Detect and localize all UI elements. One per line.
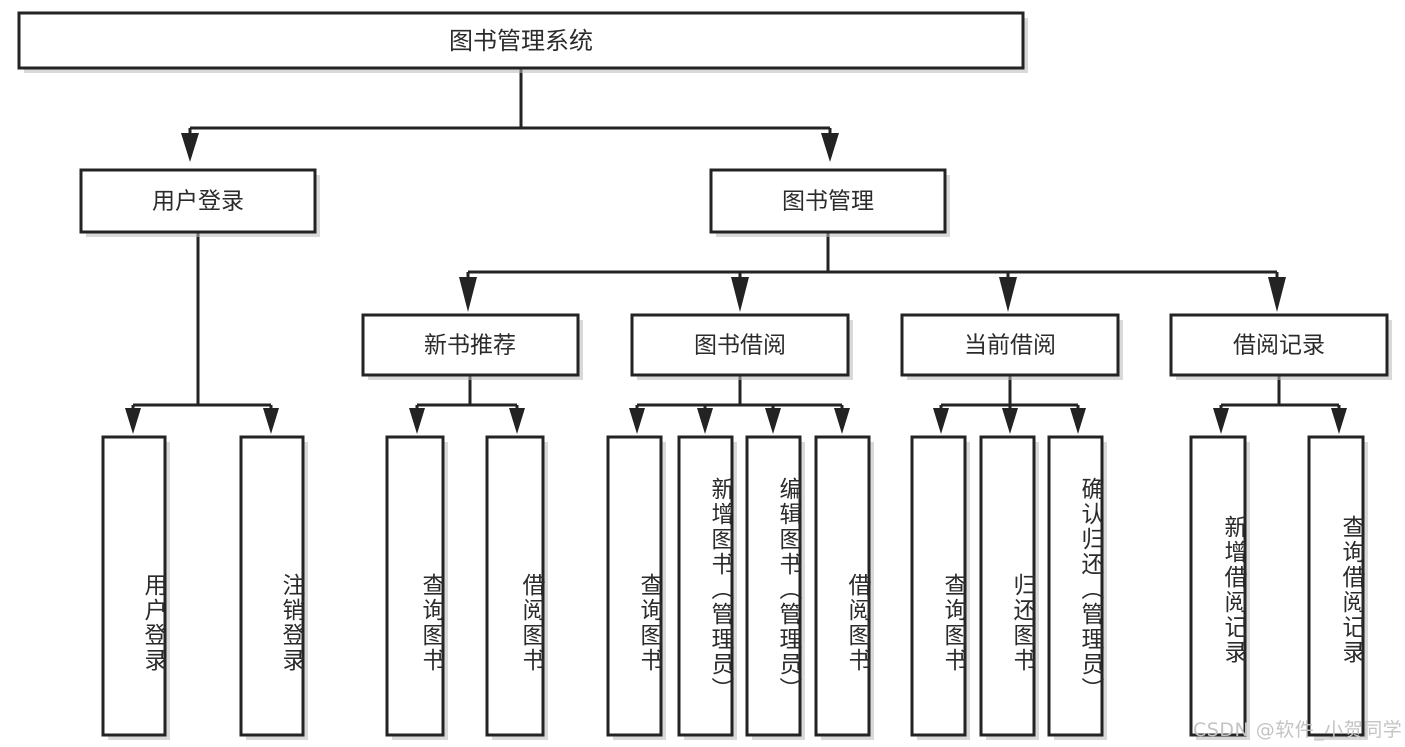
- node-book-borrow[interactable]: 图书借阅: [630, 313, 853, 380]
- node-leaf-add-book[interactable]: [677, 435, 737, 740]
- arrowhead-borrow-record: [1268, 277, 1286, 312]
- edge-group-book-manage: [459, 232, 1286, 312]
- node-leaf-borrow-book-2[interactable]: [814, 435, 874, 740]
- node-book-manage-label: 图书管理: [782, 189, 874, 215]
- node-user-login-label: 用户登录: [152, 189, 244, 215]
- edge-group-new-book-rec: [409, 375, 525, 434]
- node-new-book-rec[interactable]: 新书推荐: [361, 313, 583, 380]
- arrowhead-user-login: [181, 133, 199, 162]
- node-root-label: 图书管理系统: [449, 27, 593, 55]
- node-user-login[interactable]: 用户登录: [79, 168, 320, 237]
- node-leaf-confirm-return-box: [1047, 435, 1104, 737]
- node-leaf-edit-book[interactable]: [745, 435, 805, 740]
- arrowhead-leaf-borrow-book-2: [834, 408, 850, 434]
- node-new-book-rec-label: 新书推荐: [424, 333, 516, 359]
- edge-group-user-login: [125, 232, 279, 434]
- arrowhead-leaf-query-book-3: [933, 408, 949, 434]
- arrowhead-book-manage: [821, 133, 839, 162]
- arrowhead-leaf-add-book: [697, 408, 713, 434]
- edge-group-root: [181, 68, 839, 162]
- node-borrow-record[interactable]: 借阅记录: [1169, 313, 1392, 380]
- arrowhead-leaf-query-book-2: [629, 408, 645, 434]
- node-new-book-rec-box: [361, 313, 580, 377]
- node-book-borrow-box: [630, 313, 850, 377]
- node-leaf-return-book[interactable]: [979, 435, 1039, 740]
- node-current-borrow[interactable]: 当前借阅: [900, 313, 1123, 380]
- arrowhead-leaf-borrow-book-1: [509, 408, 525, 434]
- node-user-login-box: [79, 168, 317, 234]
- node-leaf-add-record-box: [1189, 435, 1247, 737]
- node-current-borrow-label: 当前借阅: [964, 333, 1056, 359]
- arrowhead-leaf-return-book: [1002, 408, 1018, 434]
- arrowhead-book-borrow: [731, 277, 749, 312]
- node-root-box: [17, 11, 1025, 70]
- node-leaf-add-record[interactable]: [1189, 435, 1250, 740]
- node-leaf-query-book-3[interactable]: [910, 435, 970, 740]
- arrowhead-leaf-user-login: [125, 408, 141, 434]
- arrowhead-leaf-query-book-1: [409, 408, 425, 434]
- node-current-borrow-box: [900, 313, 1120, 377]
- arrowhead-leaf-logout: [263, 408, 279, 434]
- node-leaf-query-book-1-box: [385, 435, 445, 737]
- node-leaf-return-book-box: [979, 435, 1036, 737]
- node-book-borrow-label: 图书借阅: [694, 333, 786, 359]
- edge-group-borrow-record: [1213, 375, 1347, 434]
- arrowhead-leaf-confirm-return: [1070, 408, 1086, 434]
- edge-group-book-borrow: [629, 375, 850, 434]
- node-leaf-user-login-box: [101, 435, 167, 737]
- arrowhead-leaf-add-record: [1213, 408, 1229, 434]
- arrowhead-new-book-rec: [459, 277, 477, 312]
- node-leaf-query-book-1[interactable]: [385, 435, 448, 740]
- node-leaf-confirm-return[interactable]: [1047, 435, 1107, 740]
- node-leaf-borrow-book-1-box: [485, 435, 545, 737]
- node-leaf-add-book-box: [677, 435, 734, 737]
- node-leaf-query-book-3-box: [910, 435, 967, 737]
- edge-group-current-borrow: [933, 375, 1086, 434]
- node-leaf-query-book-2-box: [606, 435, 663, 737]
- node-leaf-edit-book-box: [745, 435, 802, 737]
- node-leaf-logout-box: [239, 435, 305, 737]
- csdn-watermark: CSDN @软件_小贺同学: [1193, 719, 1403, 741]
- node-borrow-record-label: 借阅记录: [1233, 333, 1325, 359]
- node-leaf-query-record[interactable]: [1307, 435, 1368, 740]
- node-leaf-borrow-book-1[interactable]: [485, 435, 548, 740]
- arrowhead-current-borrow: [999, 277, 1017, 312]
- node-leaf-borrow-book-2-box: [814, 435, 871, 737]
- node-leaf-query-book-2[interactable]: [606, 435, 666, 740]
- node-book-manage-box: [709, 168, 947, 234]
- node-book-manage[interactable]: 图书管理: [709, 168, 950, 237]
- node-leaf-logout[interactable]: [239, 435, 308, 740]
- arrowhead-leaf-edit-book: [765, 408, 781, 434]
- node-leaf-user-login[interactable]: [101, 435, 170, 740]
- node-root[interactable]: 图书管理系统: [17, 11, 1028, 73]
- node-leaf-query-record-box: [1307, 435, 1365, 737]
- node-borrow-record-box: [1169, 313, 1389, 377]
- arrowhead-leaf-query-record: [1331, 408, 1347, 434]
